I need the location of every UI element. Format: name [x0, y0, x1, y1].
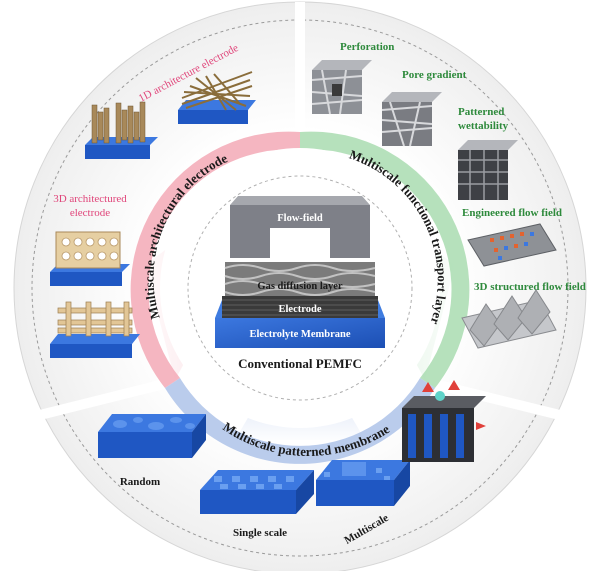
label-patterned-line2: wettability [458, 120, 509, 132]
label-pore-gradient: Pore gradient [402, 69, 467, 81]
label-3d-architecture-line2: electrode [70, 207, 110, 219]
label-3d-architecture-line1: 3D architectured [53, 193, 127, 205]
illustration-3d-lattice [50, 301, 140, 358]
label-single-scale: Single scale [233, 527, 287, 539]
label-engineered-flow: Engineered flow field [462, 207, 562, 219]
flowfield-top [230, 196, 370, 205]
band-pink [130, 131, 300, 388]
label-3d-structured-flow: 3D structured flow field [474, 281, 586, 293]
illustration-perforation [311, 60, 372, 115]
illustration-pore-gradient [381, 92, 442, 147]
illustration-patterned-wettability [458, 140, 518, 200]
illustration-3d-grid [50, 231, 130, 286]
inner-dashed-ring [187, 175, 413, 401]
electrode-label: Electrode [279, 304, 322, 315]
illustration-membrane-multiscale [316, 460, 410, 506]
flowfield-front [230, 205, 370, 258]
label-perforation: Perforation [340, 41, 394, 53]
divider-right [416, 375, 582, 425]
electrode-texture [222, 299, 378, 316]
electrode-block [222, 296, 378, 318]
membrane-front [215, 318, 385, 348]
label-random: Random [120, 476, 160, 488]
band-blue [165, 378, 435, 464]
illustration-1d-pillars [85, 101, 158, 159]
divider-left [18, 375, 182, 425]
illustration-fuel-cell-stack [402, 380, 486, 462]
illustration-3d-structured-flow-field [461, 289, 557, 349]
illustration-engineered-flow-field [467, 223, 557, 267]
label-patterned-line1: Patterned [458, 106, 504, 118]
illustration-1d-woven [178, 71, 256, 124]
gdl-label: Gas diffusion layer [257, 281, 343, 292]
center-title: Conventional PEMFC [238, 356, 362, 371]
flowfield-label: Flow-field [277, 213, 323, 224]
illustration-membrane-single-scale [200, 470, 314, 514]
membrane-label: Electrolyte Membrane [250, 329, 351, 340]
band-green [300, 131, 470, 388]
pemfc-stack: Electrolyte Membrane Electrode Gas diffu… [215, 196, 385, 371]
illustration-membrane-random [98, 414, 206, 458]
gdl-fibers [224, 264, 376, 296]
